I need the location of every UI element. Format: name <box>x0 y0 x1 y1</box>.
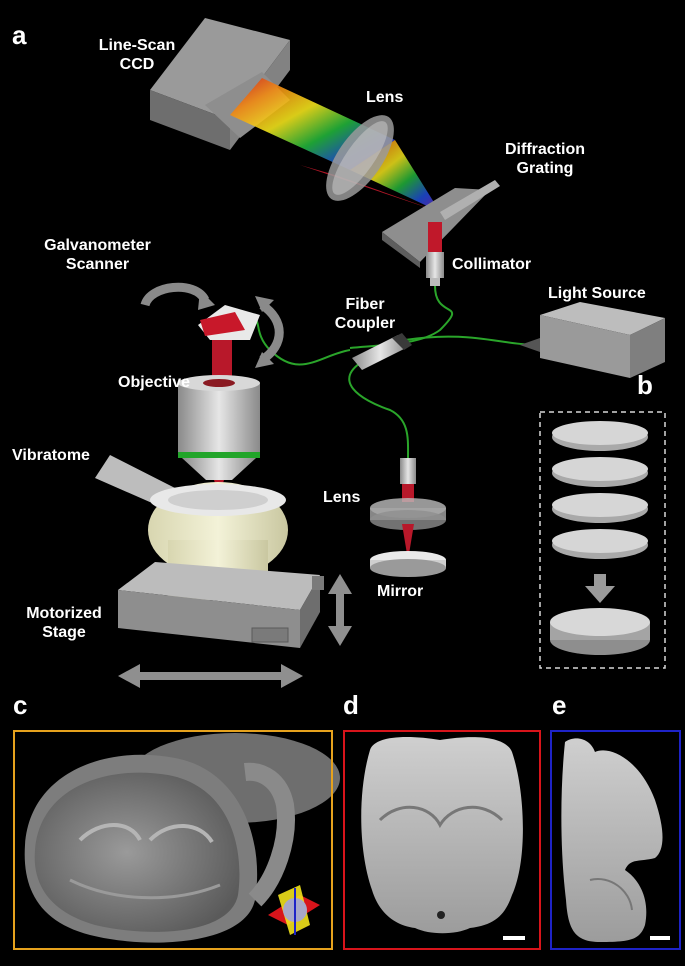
panel-c-brain-render <box>24 733 340 943</box>
label-scanner: Scanner <box>65 256 130 273</box>
label-diffraction: Diffraction <box>505 141 585 158</box>
orientation-gizmo <box>268 885 320 935</box>
label-grating: Grating <box>516 160 574 177</box>
panel-c-frame <box>13 730 333 950</box>
scale-bar-e <box>650 936 670 940</box>
motorized-stage <box>118 562 324 648</box>
panel-letter-b: b <box>637 370 653 400</box>
panel-b-arrow <box>585 574 615 603</box>
panel-e-frame <box>550 730 681 950</box>
label-objective: Objective <box>118 374 191 391</box>
panel-letter-d: d <box>343 690 359 720</box>
panel-letter-a: a <box>12 20 27 50</box>
label-stage: Stage <box>42 624 86 641</box>
label-light-source: Light Source <box>548 285 646 302</box>
label-motorized-stage: Motorized Stage <box>14 604 114 642</box>
label-mirror: Mirror <box>377 583 424 600</box>
label-lens-reference: Lens <box>323 489 361 506</box>
label-diffraction-grating: Diffraction Grating <box>490 140 600 178</box>
label-fiber-coupler: Fiber Coupler <box>320 295 410 333</box>
stage-arrows <box>118 574 352 688</box>
panel-d-coronal-slice <box>361 737 523 934</box>
light-source <box>520 302 665 378</box>
objective <box>178 375 260 495</box>
label-motorized: Motorized <box>26 605 102 622</box>
collimator <box>426 222 444 286</box>
label-vibratome: Vibratome <box>12 447 90 464</box>
fiber-coupler <box>352 333 412 370</box>
panel-b-frame <box>539 411 666 669</box>
panel-d-frame <box>343 730 541 950</box>
label-line-scan-ccd: Line-Scan CCD <box>82 36 192 74</box>
label-galvanometer-scanner: Galvanometer Scanner <box>30 236 165 274</box>
label-line-scan: Line-Scan <box>98 37 176 54</box>
galvanometer-scanner <box>140 282 284 368</box>
panel-letter-c: c <box>13 690 28 720</box>
label-collimator: Collimator <box>452 256 532 273</box>
label-ccd: CCD <box>119 56 155 73</box>
label-fiber: Fiber <box>345 296 385 313</box>
lens-top <box>326 115 394 201</box>
panel-b-stack <box>550 608 650 655</box>
label-coupler: Coupler <box>334 315 396 332</box>
label-lens-top: Lens <box>366 89 404 106</box>
beam-galvo <box>212 340 232 380</box>
panel-e-sagittal-slice <box>561 738 663 942</box>
panel-b-slices <box>552 421 648 559</box>
panel-letter-e: e <box>552 690 567 720</box>
reference-arm <box>370 458 446 577</box>
label-galvanometer: Galvanometer <box>44 237 151 254</box>
scale-bar-d <box>503 936 525 940</box>
